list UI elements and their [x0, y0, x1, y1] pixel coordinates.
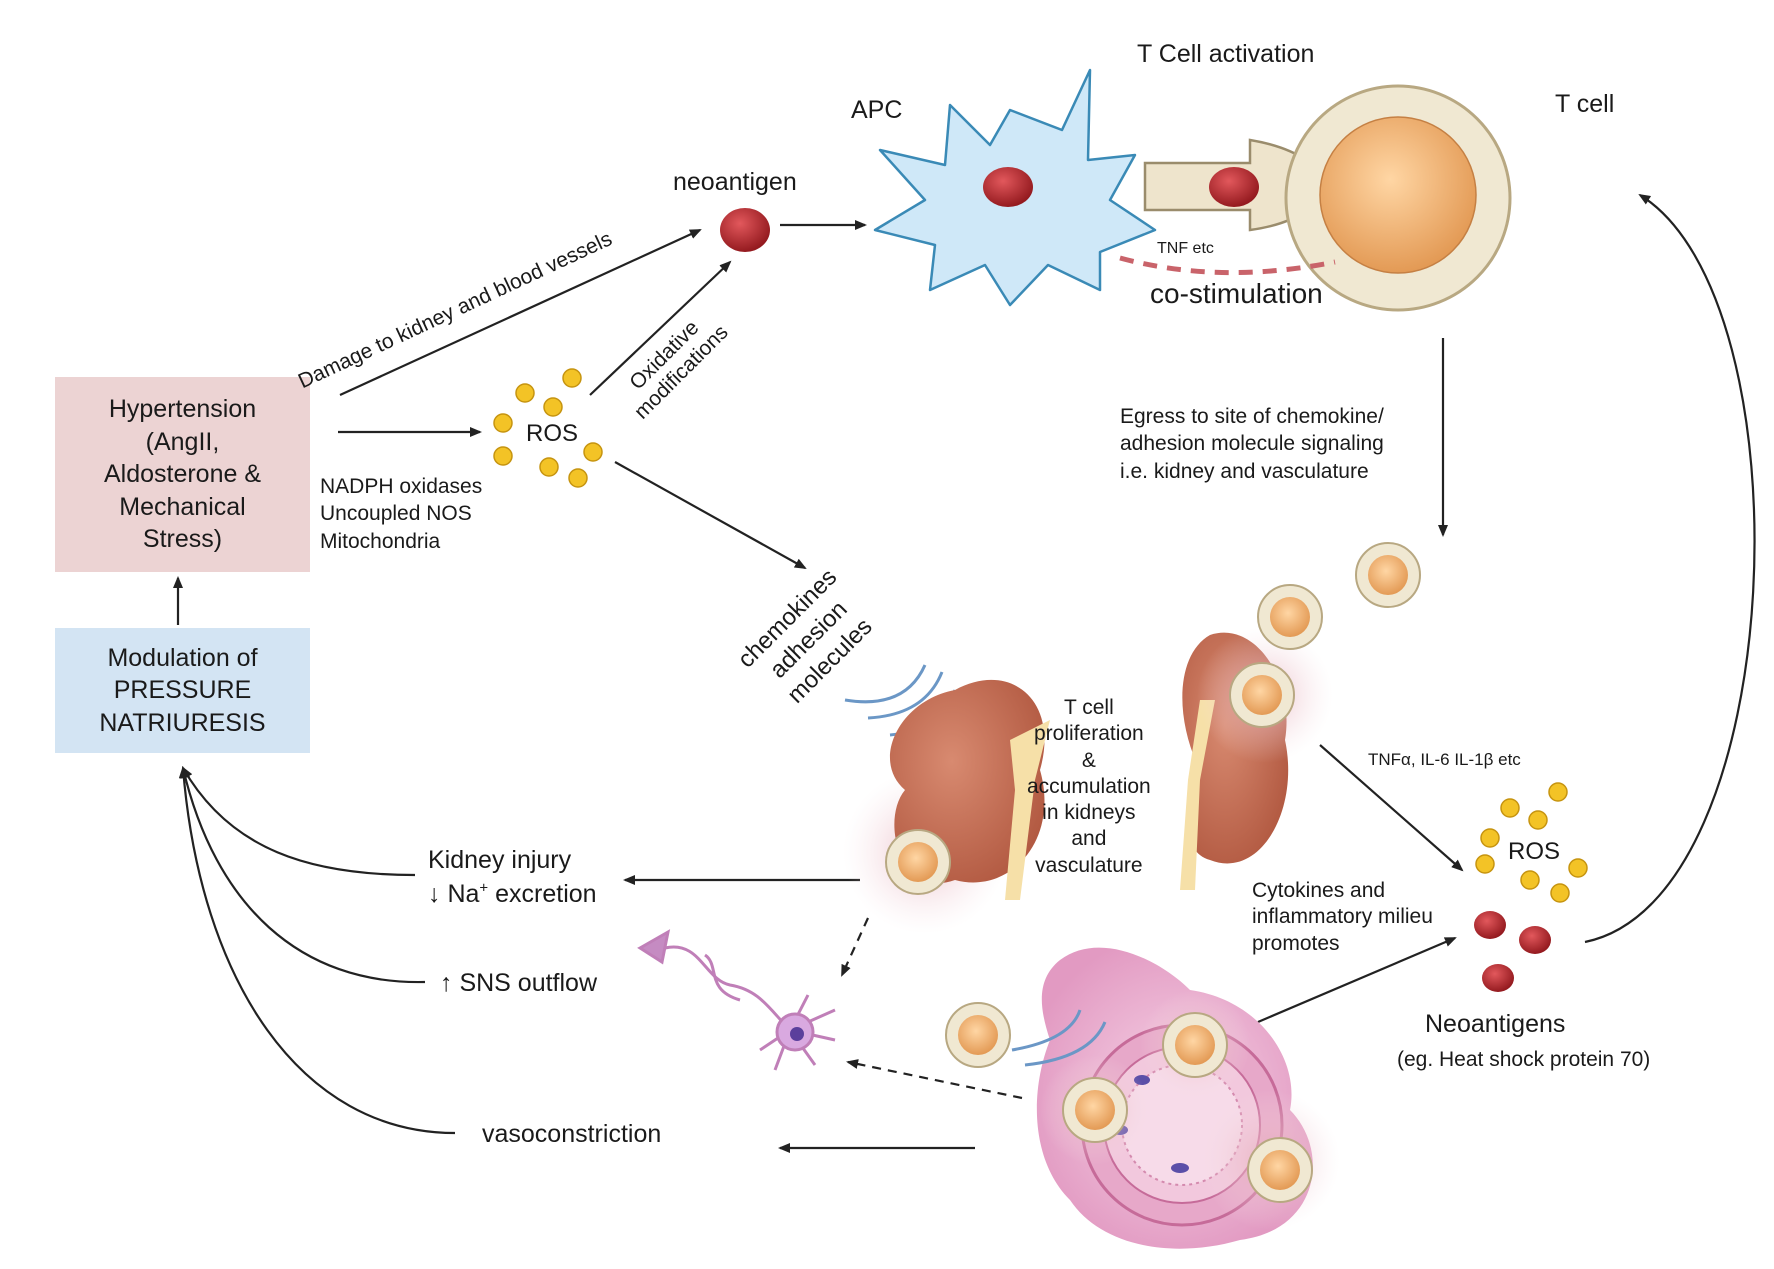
- arrow-ros-chemokines: [614, 461, 807, 569]
- na-excretion-sup: +: [479, 879, 489, 897]
- arrow-damage: [339, 229, 702, 396]
- ros-cluster-top: [493, 368, 603, 488]
- arrow-vaso-modulation: [178, 766, 456, 1135]
- ros-bottom-label: ROS: [1508, 838, 1561, 865]
- t-cell-activation-label: T Cell activation: [1137, 40, 1315, 68]
- apc-cell: [873, 68, 1157, 307]
- modulation-box-bg: [55, 628, 310, 753]
- neoantigen-label: neoantigen: [673, 168, 797, 196]
- arrow-kidney-modulation: [182, 766, 416, 877]
- neuron: [637, 929, 836, 1071]
- arrow-oxidative: [589, 260, 732, 396]
- arrow-kidney-neuron: [840, 917, 870, 977]
- sns-outflow-label: ↑ SNS outflow: [440, 969, 598, 997]
- tnf-etc-label: TNF etc: [1157, 240, 1214, 257]
- t-cell: [1143, 84, 1512, 312]
- arrow-cytokines-ros: [1319, 744, 1464, 872]
- arrow-sns-modulation: [180, 766, 426, 984]
- arrow-feedback-tcell: [1584, 193, 1756, 944]
- ros-top-label: ROS: [526, 420, 579, 447]
- ros-sources-label: NADPH oxidases Uncoupled NOS Mitochondri…: [320, 475, 483, 553]
- kidney-left: [843, 679, 1050, 934]
- cytokine-list-label: TNFα, IL-6 IL-1β etc: [1368, 750, 1521, 769]
- apc-label: APC: [851, 96, 903, 124]
- t-cell-label: T cell: [1555, 90, 1615, 118]
- modulation-box: Modulation of PRESSURE NATRIURESIS: [99, 643, 266, 737]
- arrow-vessel-neuron: [846, 1059, 1023, 1100]
- egress-label: Egress to site of chemokine/ adhesion mo…: [1120, 405, 1384, 483]
- ros-cluster-bottom: [1475, 782, 1588, 903]
- kidney-injury-label: Kidney injury: [428, 846, 572, 874]
- neoantigens-label: Neoantigens: [1425, 1010, 1566, 1038]
- vasoconstriction-label: vasoconstriction: [482, 1120, 662, 1148]
- neoantigen-cluster: [1474, 911, 1551, 992]
- na-excretion-prefix: ↓ Na: [428, 880, 480, 908]
- co-stimulation-label: co-stimulation: [1150, 278, 1323, 309]
- hypertension-box: Hypertension (AngII, Aldosterone & Mecha…: [103, 395, 262, 554]
- t-cell-proliferation-label: T cell proliferation & accumulation in k…: [1027, 696, 1151, 877]
- na-excretion-suffix: excretion: [488, 880, 597, 908]
- arrow-vessel-neoantigens: [1257, 936, 1457, 1024]
- hsp-label: (eg. Heat shock protein 70): [1397, 1048, 1651, 1071]
- neoantigen-particle: [720, 208, 770, 252]
- cytokines-milieu-label: Cytokines and inflammatory milieu promot…: [1252, 879, 1433, 955]
- na-excretion-label: ↓ Na+ excretion: [428, 880, 597, 909]
- blood-vessel: [1011, 947, 1340, 1249]
- t-cells-migrating: [945, 542, 1421, 1068]
- hypertension-box-bg: [55, 377, 310, 572]
